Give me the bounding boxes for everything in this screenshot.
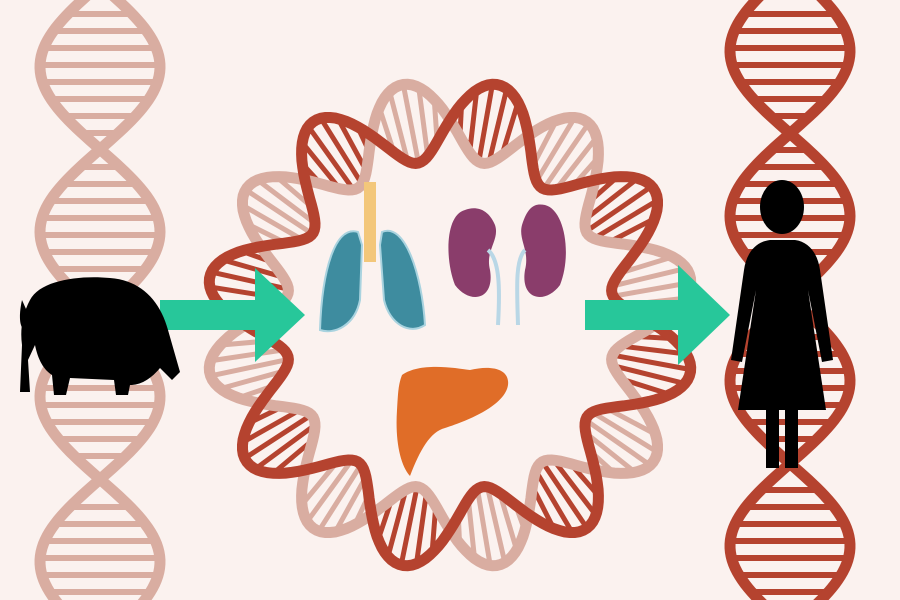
dna-rung	[621, 255, 671, 275]
dna-rung	[416, 90, 430, 153]
dna-rung	[588, 186, 650, 232]
dna-rung	[467, 92, 479, 150]
dna-rung	[308, 128, 354, 188]
dna-rung	[224, 258, 281, 279]
dna-rung	[535, 472, 573, 531]
dna-rung	[623, 343, 684, 357]
dna-ring-icon	[203, 78, 697, 572]
dna-rung	[487, 91, 509, 160]
woman-icon	[731, 180, 833, 468]
dna-rung	[476, 87, 495, 159]
dna-rung	[555, 138, 597, 189]
dna-rung	[531, 121, 558, 165]
dna-rung	[615, 353, 688, 372]
dna-rung	[595, 200, 656, 239]
dna-rung	[244, 409, 299, 443]
dna-rung	[244, 204, 301, 241]
dna-rung	[615, 266, 684, 288]
liver-icon	[396, 366, 509, 476]
dna-rung	[337, 120, 368, 170]
arrow-right-icon-left	[160, 268, 305, 362]
dna-rung	[475, 492, 493, 563]
dna-rung	[246, 415, 310, 459]
dna-rung	[536, 119, 575, 180]
dna-rung	[399, 490, 419, 562]
dna-rung	[607, 407, 655, 436]
dna-rung	[386, 492, 408, 554]
dna-rung	[318, 466, 362, 530]
lungs-icon	[318, 182, 427, 333]
pig-icon	[19, 277, 180, 395]
dna-rung	[498, 495, 519, 548]
dna-rung	[542, 463, 587, 527]
dna-rung	[466, 502, 477, 556]
dna-rung	[594, 412, 656, 453]
dna-rung	[334, 478, 367, 531]
dna-rung	[301, 462, 338, 505]
dna-rung	[586, 432, 635, 473]
kidneys-icon	[448, 204, 566, 326]
dna-rung	[485, 490, 507, 560]
dna-rung	[587, 420, 649, 465]
dna-rung	[616, 280, 688, 299]
dna-rung	[213, 347, 281, 363]
dna-rung	[401, 87, 421, 160]
dna-rung	[213, 357, 286, 378]
arrow-right-icon-right	[585, 265, 730, 365]
dna-rung	[615, 364, 682, 386]
dna-rung	[320, 120, 362, 183]
dna-rung	[256, 425, 314, 469]
dna-rung	[610, 217, 654, 244]
dna-rung	[586, 178, 637, 220]
dna-rung	[302, 143, 340, 189]
dna-rung	[307, 461, 352, 521]
dna-rung	[247, 189, 311, 234]
dna-rung	[223, 369, 282, 391]
dna-rung	[543, 125, 589, 187]
dna-rung	[414, 495, 429, 561]
dna-rung	[622, 377, 669, 396]
dna-rung	[273, 439, 313, 474]
dna-rung	[553, 461, 596, 514]
dna-rung	[258, 180, 314, 224]
dna-rung	[388, 94, 410, 159]
dna-rung	[500, 104, 520, 154]
